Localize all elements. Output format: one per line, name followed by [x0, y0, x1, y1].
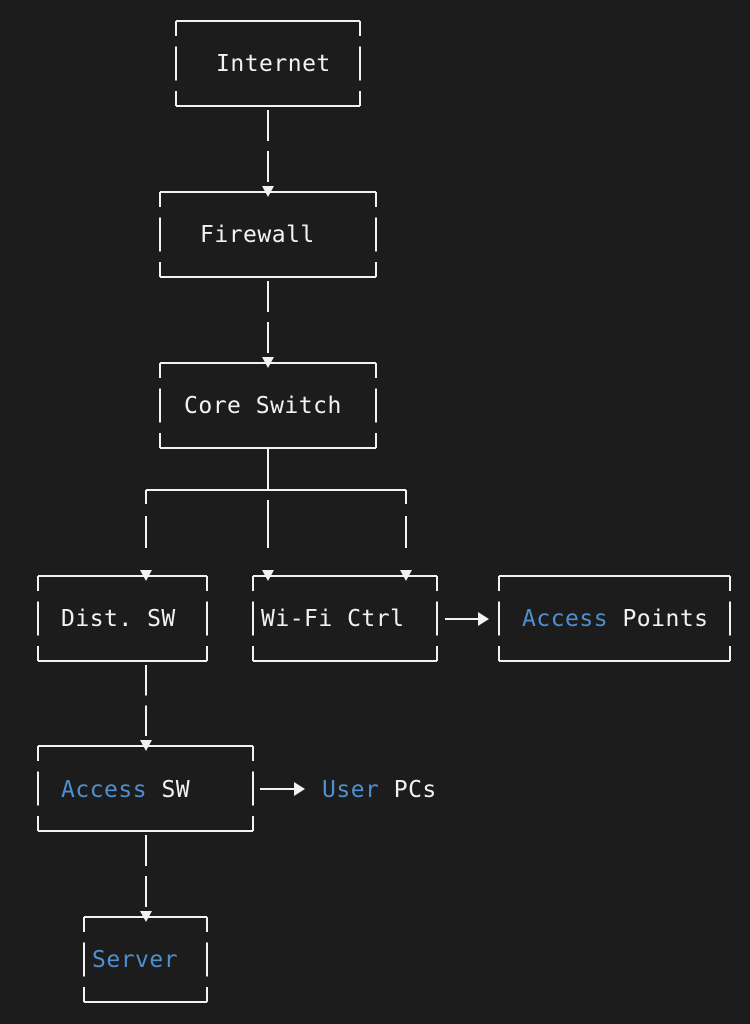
server-label: Server [92, 947, 178, 973]
access-sw-label-rest: SW [147, 777, 190, 803]
arrow-into-access [140, 740, 152, 751]
arrow-into-pcs [294, 782, 305, 796]
arrow-into-firewall [262, 186, 274, 197]
internet-label: Internet [216, 51, 331, 77]
access-sw-label: Access SW [61, 777, 190, 803]
core-switch-label: Core Switch [184, 393, 342, 419]
arrow-into-server [140, 911, 152, 922]
wifi-ctrl-label: Wi-Fi Ctrl [261, 606, 404, 632]
dist-sw-label: Dist. SW [61, 606, 176, 632]
internet-node [175, 20, 361, 107]
access-points-label-highlight: Access [522, 606, 608, 632]
firewall-label: Firewall [200, 222, 315, 248]
arrow-into-core [262, 357, 274, 368]
arrow-into-ap [478, 612, 489, 626]
connectors [140, 110, 489, 922]
access-points-label-rest: Points [608, 606, 708, 632]
access-points-node [498, 575, 731, 662]
arrow-into-wifi [262, 570, 274, 581]
arrow-into-dist [140, 570, 152, 581]
arrow-into-wifi-2 [400, 570, 412, 581]
access-points-label: Access Points [522, 606, 709, 632]
user-pcs-label-highlight: User [322, 777, 379, 803]
dist-sw-node [37, 575, 208, 662]
access-sw-label-highlight: Access [61, 777, 147, 803]
user-pcs-label: User PCs [322, 777, 437, 803]
user-pcs-label-rest: PCs [379, 777, 436, 803]
